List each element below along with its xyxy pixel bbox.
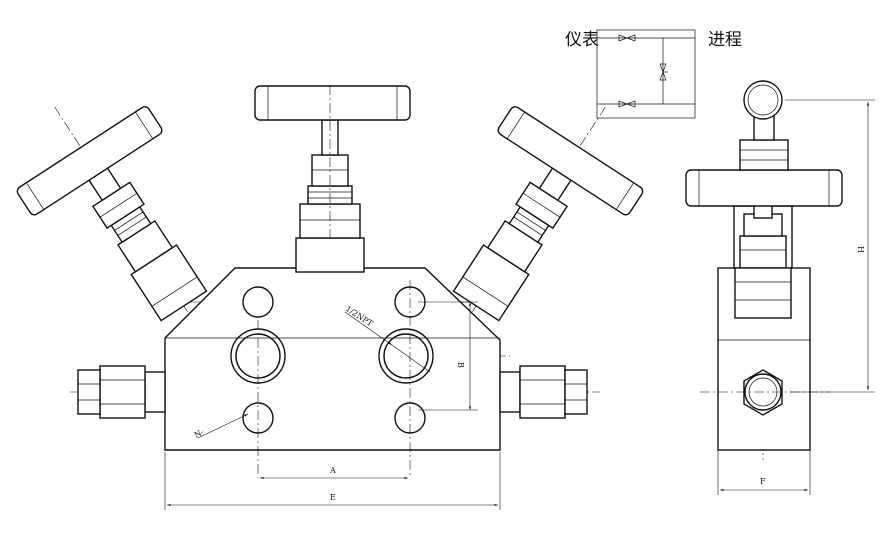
dimension-h: H bbox=[856, 246, 865, 253]
dimension-a: A bbox=[329, 466, 336, 475]
flow-schematic bbox=[596, 29, 696, 119]
hole-label: N- bbox=[193, 427, 206, 440]
front-view bbox=[16, 85, 644, 510]
process-label: 进程 bbox=[708, 30, 742, 50]
instrument-label: 仪表 bbox=[565, 30, 599, 50]
side-view bbox=[685, 80, 875, 495]
dimension-f: F bbox=[760, 477, 766, 486]
dimension-b: B bbox=[456, 362, 465, 368]
dimension-e: E bbox=[330, 493, 336, 502]
